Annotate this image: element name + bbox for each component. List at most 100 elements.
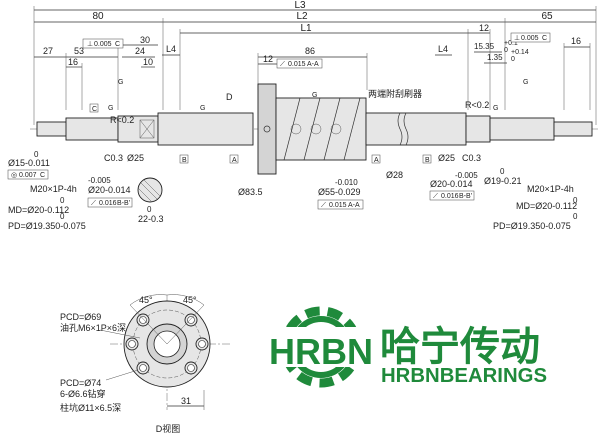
- bolt-holes: [125, 313, 209, 375]
- svg-text:+0.14: +0.14: [511, 49, 529, 56]
- dim-53: 53: [74, 46, 84, 56]
- right-journal: [553, 121, 593, 137]
- pd-left: PD=Ø19.350-0.075: [8, 221, 86, 231]
- top-dimension-labels: L3 80 L2 65 L1 12 30 27 53 24 16 10 12 8…: [43, 0, 581, 67]
- dim-80: 80: [92, 11, 104, 22]
- right-bearing-seat: [465, 115, 491, 143]
- svg-text:0: 0: [147, 205, 152, 214]
- dim-30: 30: [140, 35, 150, 45]
- ball-screw-assembly: [30, 83, 598, 203]
- dim-65: 65: [541, 11, 553, 22]
- svg-text:A: A: [232, 157, 237, 164]
- dim-86: 86: [305, 46, 315, 56]
- dim-1-35: 1.35: [487, 53, 503, 62]
- tolerance-frames-top: ⊥ 0.005 C ⟋ 0.015 A-A ⊥ 0.005 C: [82, 32, 551, 69]
- svg-text:0: 0: [511, 56, 515, 63]
- left-journal: [36, 121, 68, 137]
- dim-L4-left: L4: [166, 44, 176, 54]
- dim-L4-right: L4: [438, 44, 448, 54]
- pd-right: PD=Ø19.350-0.075: [493, 221, 571, 231]
- pcd74: PCD=Ø74: [60, 378, 101, 388]
- svg-text:B: B: [425, 157, 430, 164]
- svg-text:-0.010: -0.010: [335, 178, 358, 187]
- logo-en: HRBNBEARINGS: [381, 365, 547, 387]
- svg-text:0: 0: [504, 47, 508, 54]
- m20-left: M20×1P-4h: [30, 184, 77, 194]
- phi20-left: Ø20-0.014: [88, 185, 131, 195]
- right-lower-annotations: -0.005 Ø20-0.014 ⟋ 0.016 B-B' 0 Ø19-0.21…: [429, 167, 578, 231]
- phi28: Ø28: [386, 170, 403, 180]
- svg-text:G: G: [108, 105, 113, 112]
- svg-text:B: B: [182, 157, 187, 164]
- svg-text:B-B': B-B': [117, 200, 130, 207]
- dim-12-right: 12: [479, 23, 489, 33]
- svg-text:0.007: 0.007: [19, 172, 37, 179]
- svg-text:C: C: [115, 41, 120, 48]
- svg-text:0: 0: [34, 150, 39, 159]
- hrbn-logo: HRBN 哈宁传动 HRBNBEARINGS: [269, 306, 547, 388]
- d-view-caption: D视图: [156, 423, 181, 434]
- svg-text:B-B': B-B': [459, 193, 472, 200]
- screw-shaft-right: [365, 112, 467, 146]
- drill-holes: 6-Ø6.6钻穿: [60, 388, 106, 399]
- logo-mark: HRBN: [269, 331, 373, 372]
- svg-text:C: C: [92, 106, 97, 113]
- svg-text:0: 0: [60, 196, 65, 205]
- svg-text:0.005: 0.005: [94, 41, 112, 48]
- dim-12-nut: 12: [263, 54, 273, 64]
- svg-text:0.016: 0.016: [441, 193, 459, 200]
- phi25-right: Ø25: [438, 153, 455, 163]
- phi19: Ø19-0.21: [484, 176, 522, 186]
- r02-right: R<0.2: [465, 100, 489, 110]
- c03-right: C0.3: [462, 153, 481, 163]
- dim-22: 22-0.3: [138, 214, 164, 224]
- nut-flange: [257, 83, 277, 175]
- dim-27: 27: [43, 46, 53, 56]
- md-left: MD=Ø20-0.112: [8, 205, 69, 215]
- svg-text:A-A: A-A: [348, 202, 360, 209]
- svg-text:C: C: [40, 172, 45, 179]
- svg-text:0: 0: [60, 212, 65, 221]
- svg-text:⟋: ⟋: [91, 199, 96, 207]
- logo-cn: 哈宁传动: [380, 324, 540, 370]
- m20-right: M20×1P-4h: [527, 184, 574, 194]
- screw-shaft-left: [157, 112, 254, 146]
- dim-15-35: 15.35: [474, 42, 495, 51]
- dim-10: 10: [143, 57, 153, 67]
- svg-text:0.005: 0.005: [521, 35, 539, 42]
- phi25-left: Ø25: [127, 153, 144, 163]
- view-marker-D: D: [226, 92, 233, 102]
- svg-text:G: G: [493, 105, 498, 112]
- svg-text:0.015: 0.015: [329, 202, 347, 209]
- svg-text:45°: 45°: [183, 295, 197, 305]
- svg-text:-0.005: -0.005: [88, 176, 111, 185]
- md-right: MD=Ø20-0.112: [516, 201, 577, 211]
- phi15: Ø15-0.011: [8, 158, 50, 168]
- svg-text:⟋: ⟋: [280, 60, 285, 68]
- wiper-note: 两端附刮刷器: [368, 88, 422, 99]
- dimension-lines: [33, 6, 597, 125]
- flange-labels: 45° 45° PCD=Ø69 油孔M6×1P×6深 PCD=Ø74 6-Ø6.…: [60, 295, 197, 434]
- phi55: Ø55-0.029: [318, 187, 361, 197]
- svg-text:45°: 45°: [139, 295, 153, 305]
- flange-d-view: [99, 294, 230, 410]
- svg-text:0: 0: [500, 167, 505, 176]
- c03-left: C0.3: [104, 153, 123, 163]
- svg-text:+0.1: +0.1: [504, 40, 518, 47]
- centre-lower-annotations: -0.010 Ø55-0.029 ⟋ 0.015 A-A: [317, 178, 364, 210]
- counterbore: 柱坑Ø11×6.5深: [60, 402, 121, 413]
- svg-text:⊥: ⊥: [514, 35, 520, 42]
- dim-24: 24: [135, 46, 145, 56]
- dim-16-right: 16: [571, 36, 581, 46]
- svg-text:G: G: [312, 92, 317, 99]
- dim-L2: L2: [296, 11, 308, 22]
- svg-text:0.015: 0.015: [288, 61, 306, 68]
- right-thread: [489, 117, 555, 141]
- svg-text:0: 0: [573, 212, 578, 221]
- dim-L3: L3: [294, 0, 306, 11]
- dim-31: 31: [181, 396, 191, 406]
- svg-text:⊥: ⊥: [87, 41, 93, 48]
- left-lower-annotations: 0 Ø15-0.011 ◎ 0.007 C M20×1P-4h -0.005 Ø…: [7, 150, 164, 231]
- svg-text:◎: ◎: [11, 172, 17, 179]
